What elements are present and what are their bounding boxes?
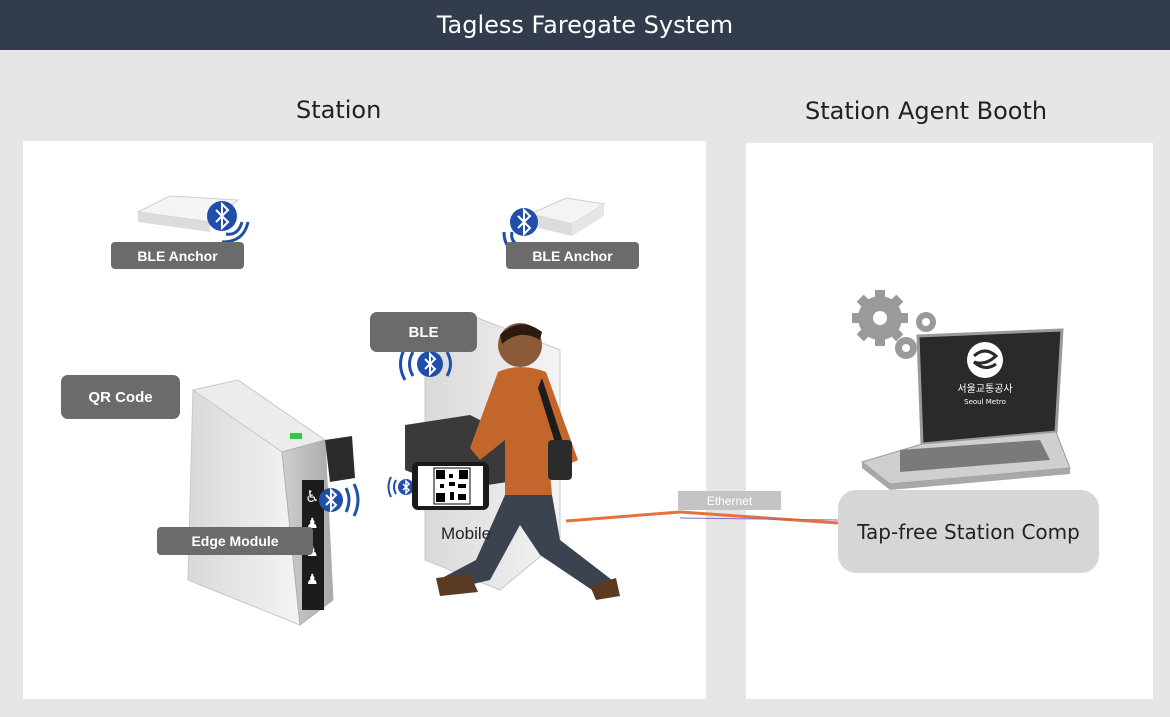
edge-module-label: Edge Module bbox=[157, 527, 313, 555]
station-comp-box: Tap-free Station Comp bbox=[838, 490, 1099, 573]
ethernet-label: Ethernet bbox=[678, 491, 781, 510]
station-panel bbox=[23, 141, 706, 699]
ble-anchor-left-label: BLE Anchor bbox=[111, 242, 244, 269]
station-section-title: Station bbox=[296, 96, 382, 124]
mobile-label: Mobile bbox=[441, 524, 492, 543]
ble-label: BLE bbox=[370, 312, 477, 352]
qr-code-label: QR Code bbox=[61, 375, 180, 419]
booth-panel bbox=[746, 143, 1153, 699]
booth-section-title: Station Agent Booth bbox=[805, 97, 1048, 125]
ble-anchor-right-label: BLE Anchor bbox=[506, 242, 639, 269]
page-title: Tagless Faregate System bbox=[0, 0, 1170, 50]
